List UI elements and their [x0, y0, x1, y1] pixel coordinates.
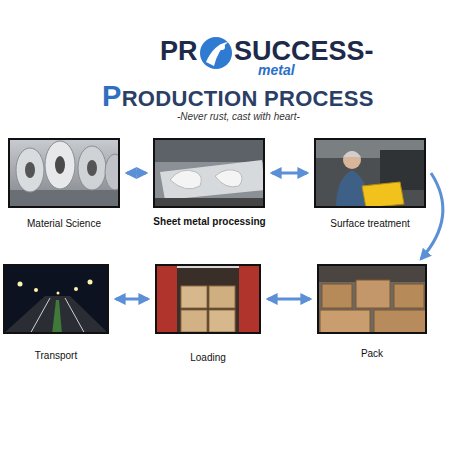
photo-frame: [317, 264, 427, 334]
flow-arrow: [268, 298, 310, 301]
surface-step: Surface treatment: [314, 138, 426, 229]
loading-step: Loading: [155, 264, 261, 363]
tagline: -Never rust, cast with heart-: [177, 111, 300, 122]
step-caption: Loading: [155, 352, 261, 363]
road-photo: [3, 264, 109, 334]
processing-step: Sheet metal processing: [151, 138, 268, 227]
step-caption: Pack: [317, 348, 427, 359]
pack-step: Pack: [317, 264, 427, 359]
logo-word: SUCCESS-: [234, 36, 374, 67]
photo-frame: [3, 264, 109, 334]
photo-frame: [155, 264, 261, 334]
material-step: Material Science: [8, 138, 120, 229]
coils-photo: [8, 138, 120, 208]
step-caption: Transport: [3, 350, 109, 361]
diagram-title: PRODUCTION PROCESS: [102, 80, 374, 113]
step-caption: Material Science: [8, 218, 120, 229]
photo-frame: [314, 138, 426, 208]
worker-photo: [314, 138, 426, 208]
step-caption: Surface treatment: [314, 218, 426, 229]
logo-mark: [200, 37, 232, 69]
crates-photo: [317, 264, 427, 334]
flow-arrow: [272, 172, 307, 175]
logo-word: PR: [160, 36, 198, 67]
flow-arrow: [127, 172, 146, 175]
sheet-metal-photo: [153, 138, 265, 208]
step-caption: Sheet metal processing: [151, 216, 268, 227]
container-photo: [155, 264, 261, 334]
transport-step: Transport: [3, 264, 109, 361]
photo-frame: [8, 138, 120, 208]
logo-subword: metal: [258, 62, 295, 78]
photo-frame: [153, 138, 265, 208]
flow-arrow: [116, 298, 148, 301]
